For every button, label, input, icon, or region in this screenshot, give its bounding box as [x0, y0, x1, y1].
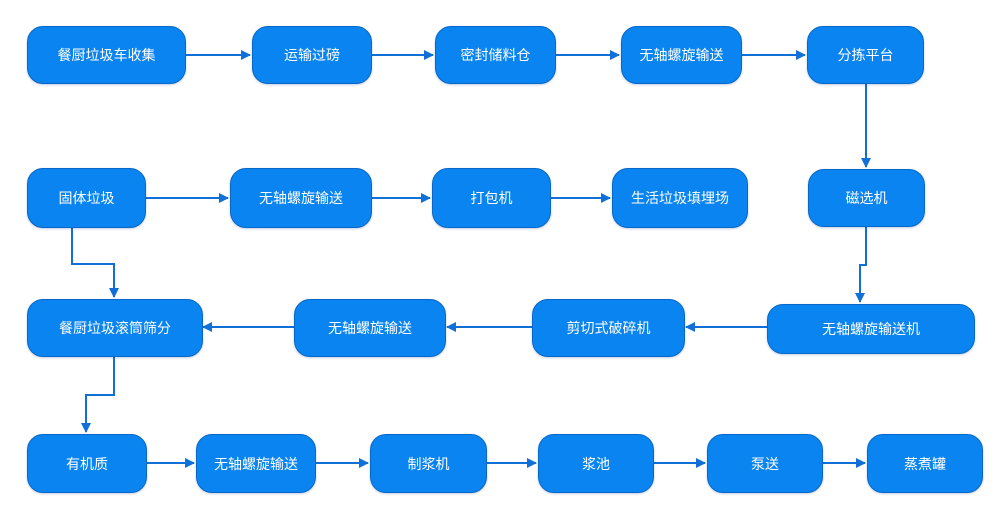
node-kitchen-waste-truck-collection: 餐厨垃圾车收集 [27, 26, 186, 84]
node-cooking-tank: 蒸煮罐 [867, 434, 983, 493]
node-shaftless-screw-conveyor-3: 无轴螺旋输送 [294, 299, 446, 357]
node-baler: 打包机 [432, 168, 551, 228]
node-pumping: 泵送 [707, 434, 823, 493]
node-solid-waste: 固体垃圾 [27, 168, 146, 228]
node-shear-crusher: 剪切式破碎机 [532, 299, 685, 357]
node-pulper: 制浆机 [370, 434, 487, 493]
node-magnetic-separator: 磁选机 [808, 169, 925, 227]
node-sealed-storage-silo: 密封储料仓 [435, 26, 556, 84]
arrow-n6-n7 [855, 227, 867, 303]
node-kitchen-waste-drum-screening: 餐厨垃圾滚筒筛分 [27, 299, 203, 357]
arrow-n10-n15 [81, 357, 115, 433]
node-shaftless-screw-conveyor-1: 无轴螺旋输送 [621, 26, 742, 84]
node-shaftless-screw-conveyor-2: 无轴螺旋输送 [230, 168, 372, 228]
node-transport-weighing: 运输过磅 [252, 26, 372, 84]
node-shaftless-screw-conveyor-4: 无轴螺旋输送 [196, 434, 316, 493]
node-slurry-tank: 浆池 [538, 434, 654, 493]
node-shaftless-screw-conveyor-machine: 无轴螺旋输送机 [767, 304, 975, 354]
node-sorting-platform: 分拣平台 [807, 26, 924, 84]
node-organic-matter: 有机质 [27, 434, 147, 493]
arrow-n11-n10 [71, 228, 119, 298]
node-landfill: 生活垃圾填埋场 [612, 168, 748, 228]
